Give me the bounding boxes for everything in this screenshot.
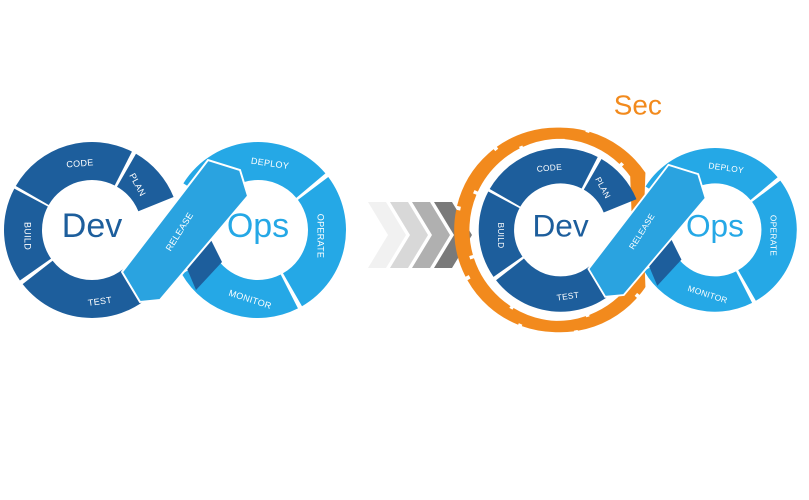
plan-segment <box>117 153 174 212</box>
plan-segment <box>583 159 637 213</box>
stage-label-operate: OPERATE <box>316 214 326 258</box>
devops-infinity-loop: CODEPLANBUILDTESTRELEASEDEPLOYOPERATEMON… <box>3 141 346 318</box>
chevron-arrow-icon <box>368 202 406 268</box>
devsecops-infinity-loop: SecCODEPLANBUILDTESTRELEASEDEPLOYOPERATE… <box>454 90 797 333</box>
stage-label-deploy: DEPLOY <box>708 160 745 175</box>
sec-label: Sec <box>614 90 662 121</box>
chevron-arrow-icon <box>390 202 428 268</box>
stage-label-test: TEST <box>87 295 113 308</box>
ops-label: Ops <box>227 207 289 245</box>
dev-label: Dev <box>532 207 588 243</box>
code-segment <box>489 148 598 207</box>
stage-label-build: BUILD <box>23 222 33 250</box>
dev-label: Dev <box>62 207 122 245</box>
chevron-arrow-icon <box>412 202 450 268</box>
release-segment <box>120 158 250 304</box>
operate-segment <box>283 177 346 307</box>
release-segment <box>587 163 707 298</box>
stage-label-operate: OPERATE <box>768 215 778 256</box>
ops-label: Ops <box>686 207 744 243</box>
stage-label-test: TEST <box>556 290 580 303</box>
build-segment <box>478 191 523 277</box>
stage-label-code: CODE <box>536 162 562 174</box>
code-segment <box>15 142 132 205</box>
build-segment <box>3 188 52 281</box>
stage-label-build: BUILD <box>496 222 506 248</box>
stage-label-code: CODE <box>66 157 94 169</box>
operate-segment <box>738 180 797 301</box>
sec-orange-loop <box>454 127 646 333</box>
